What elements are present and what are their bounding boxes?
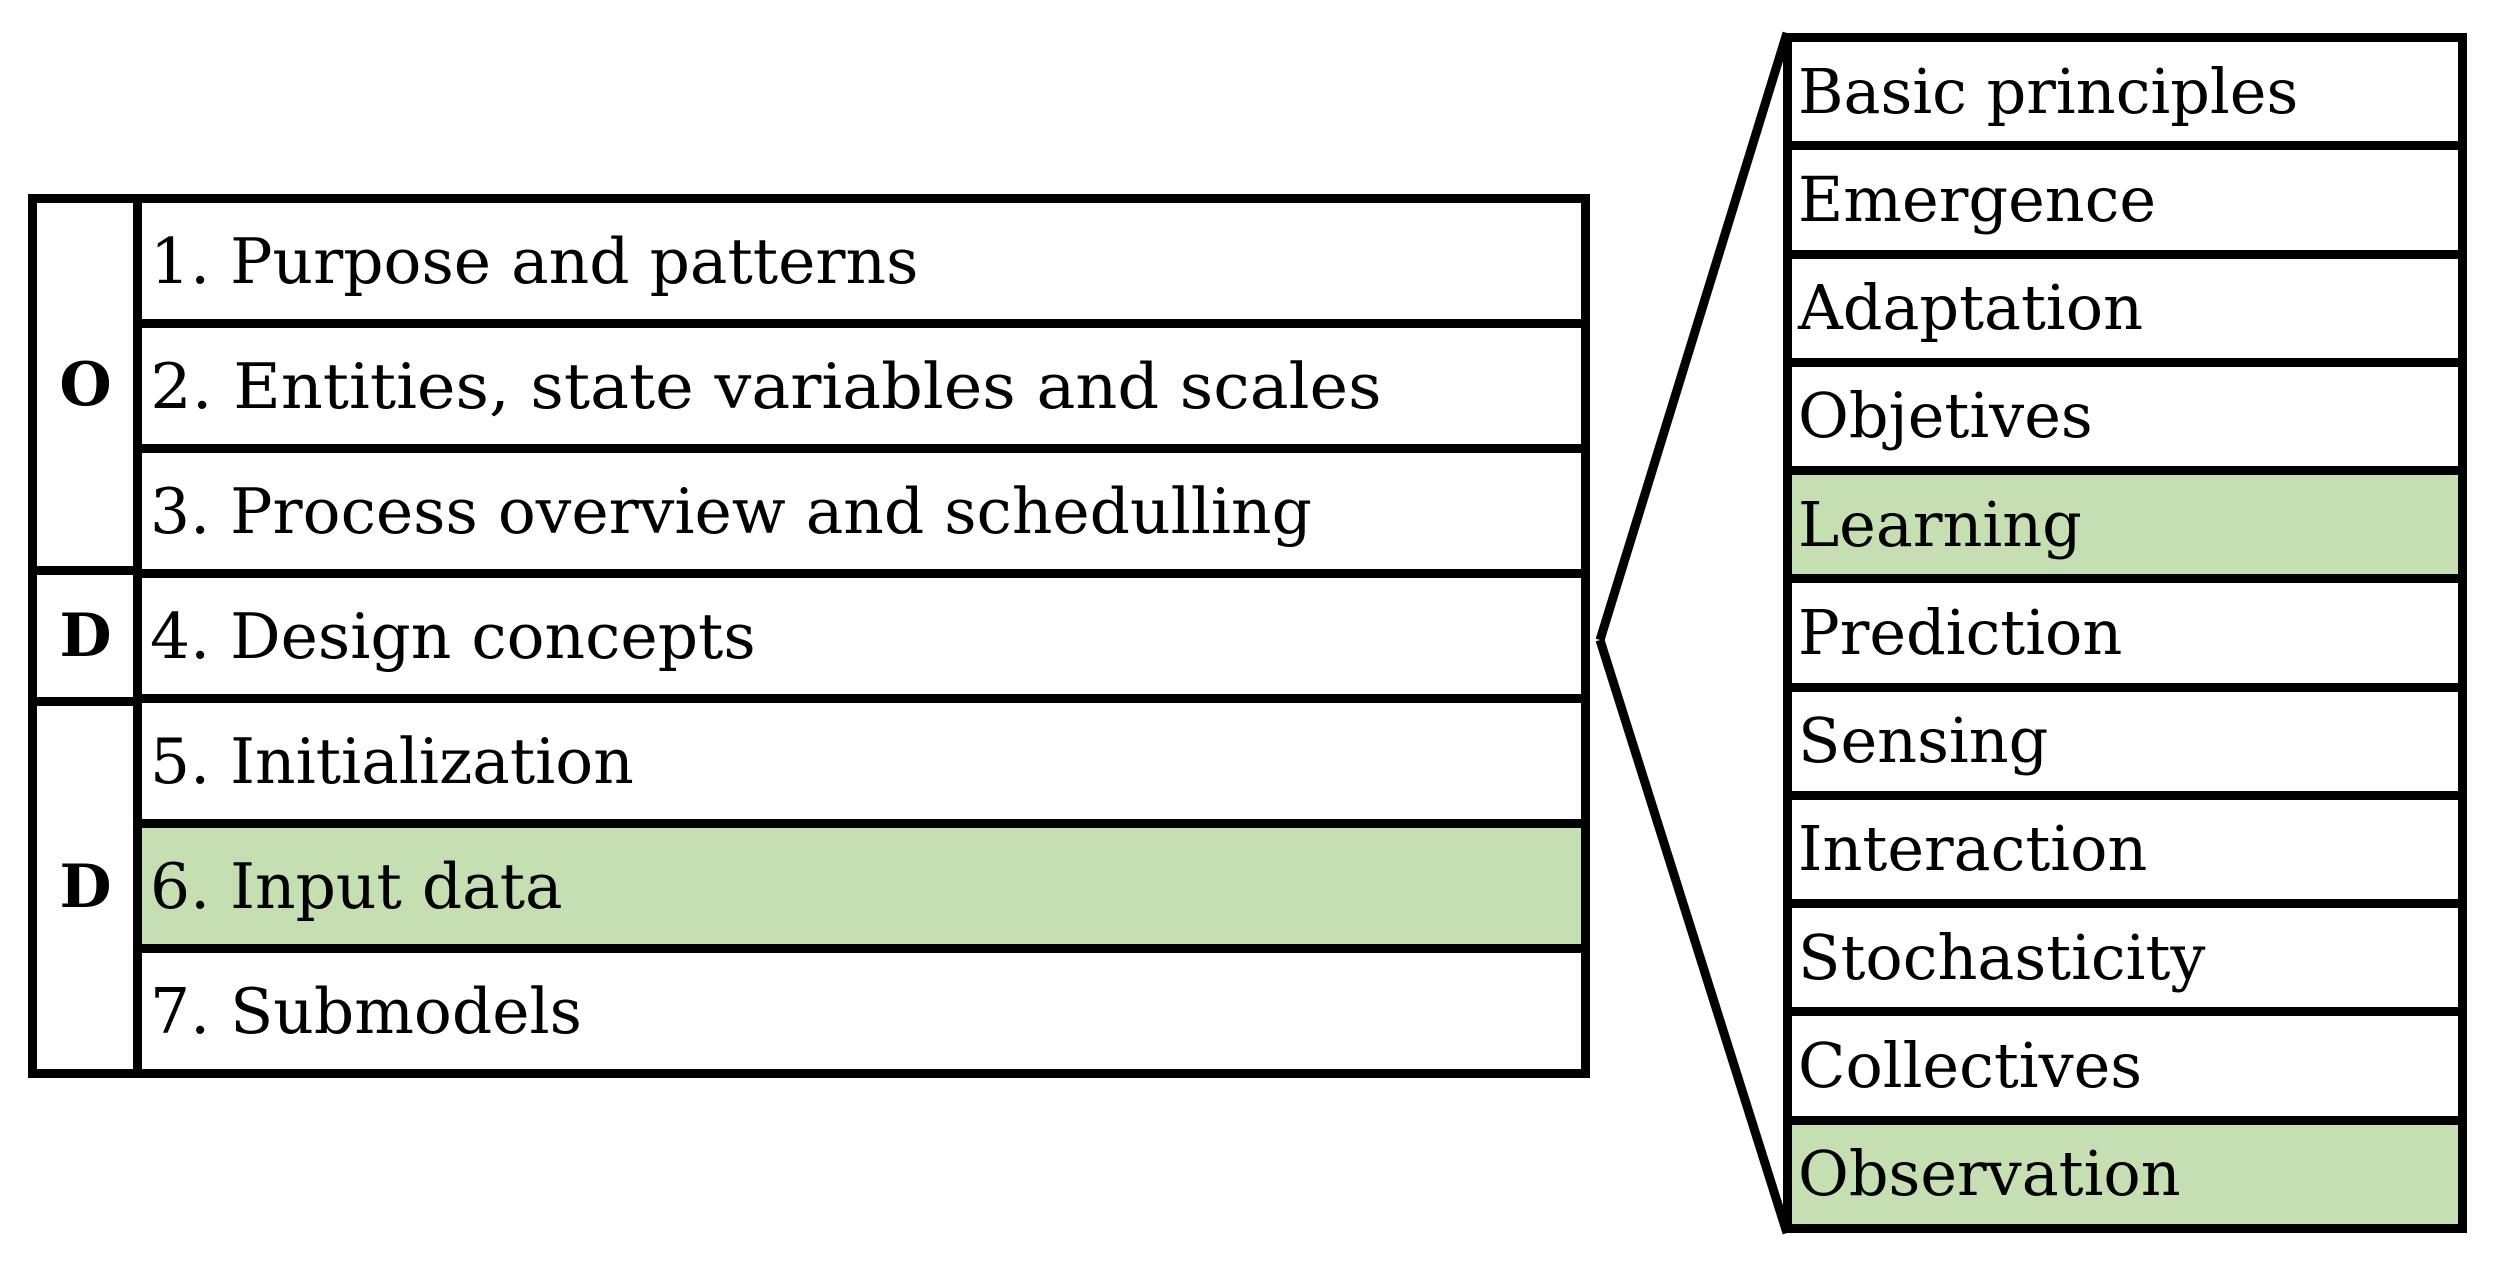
connector-line-top [1595, 31, 1792, 642]
concept-label: Learning [1798, 487, 2082, 561]
concept-row-collectives[interactable]: Collectives [1792, 1016, 2458, 1125]
concept-label: Emergence [1798, 162, 2157, 236]
odd-row-purpose[interactable]: 1. Purpose and patterns [142, 203, 1581, 328]
concept-label: Interaction [1798, 812, 2148, 886]
concept-label: Objetives [1798, 379, 2093, 453]
concept-label: Sensing [1798, 704, 2049, 778]
odd-row-design-concepts[interactable]: 4. Design concepts [142, 578, 1581, 703]
odd-row-label: 6. Input data [150, 849, 563, 923]
odd-row-label: 7. Submodels [150, 974, 582, 1048]
concept-label: Collectives [1798, 1029, 2143, 1103]
odd-group-label: D [59, 852, 111, 923]
concept-label: Stochasticity [1798, 920, 2206, 994]
odd-row-label: 4. Design concepts [150, 599, 756, 673]
odd-row-process-overview[interactable]: 3. Process overview and schedulling [142, 453, 1581, 578]
odd-group-column: O D D [37, 203, 142, 1069]
concept-row-emergence[interactable]: Emergence [1792, 150, 2458, 259]
odd-row-label: 1. Purpose and patterns [150, 224, 919, 298]
concept-row-adaptation[interactable]: Adaptation [1792, 258, 2458, 367]
concept-label: Basic principles [1798, 54, 2299, 128]
odd-row-label: 2. Entities, state variables and scales [150, 349, 1382, 423]
concept-row-interaction[interactable]: Interaction [1792, 799, 2458, 909]
odd-group-overview: O [37, 203, 133, 576]
odd-row-entities[interactable]: 2. Entities, state variables and scales [142, 328, 1581, 453]
odd-group-label: O [59, 349, 111, 420]
concept-row-sensing[interactable]: Sensing [1792, 691, 2458, 800]
odd-row-input-data[interactable]: 6. Input data [142, 828, 1581, 953]
concept-label: Prediction [1798, 595, 2123, 669]
concept-row-prediction[interactable]: Prediction [1792, 583, 2458, 692]
odd-group-design: D [37, 575, 133, 706]
odd-row-submodels[interactable]: 7. Submodels [142, 953, 1581, 1069]
odd-row-label: 5. Initialization [150, 724, 634, 798]
odd-group-label: D [59, 600, 111, 671]
concept-label: Observation [1798, 1137, 2181, 1211]
concept-row-stochasticity[interactable]: Stochasticity [1792, 908, 2458, 1017]
odd-row-initialization[interactable]: 5. Initialization [142, 703, 1581, 828]
concept-label: Adaptation [1798, 271, 2143, 345]
odd-group-details: D [37, 706, 133, 1069]
odd-rows-column: 1. Purpose and patterns 2. Entities, sta… [142, 203, 1581, 1069]
design-concepts-table: Basic principles Emergence Adaptation Ob… [1783, 33, 2467, 1233]
concept-row-objetives[interactable]: Objetives [1792, 366, 2458, 476]
odd-protocol-table: O D D 1. Purpose and patterns 2. Entitie… [28, 194, 1590, 1078]
odd-row-label: 3. Process overview and schedulling [150, 474, 1312, 548]
connector-line-bottom [1595, 638, 1792, 1235]
concept-row-basic-principles[interactable]: Basic principles [1792, 42, 2458, 151]
concept-row-learning[interactable]: Learning [1792, 475, 2458, 584]
concept-row-observation[interactable]: Observation [1792, 1124, 2458, 1224]
